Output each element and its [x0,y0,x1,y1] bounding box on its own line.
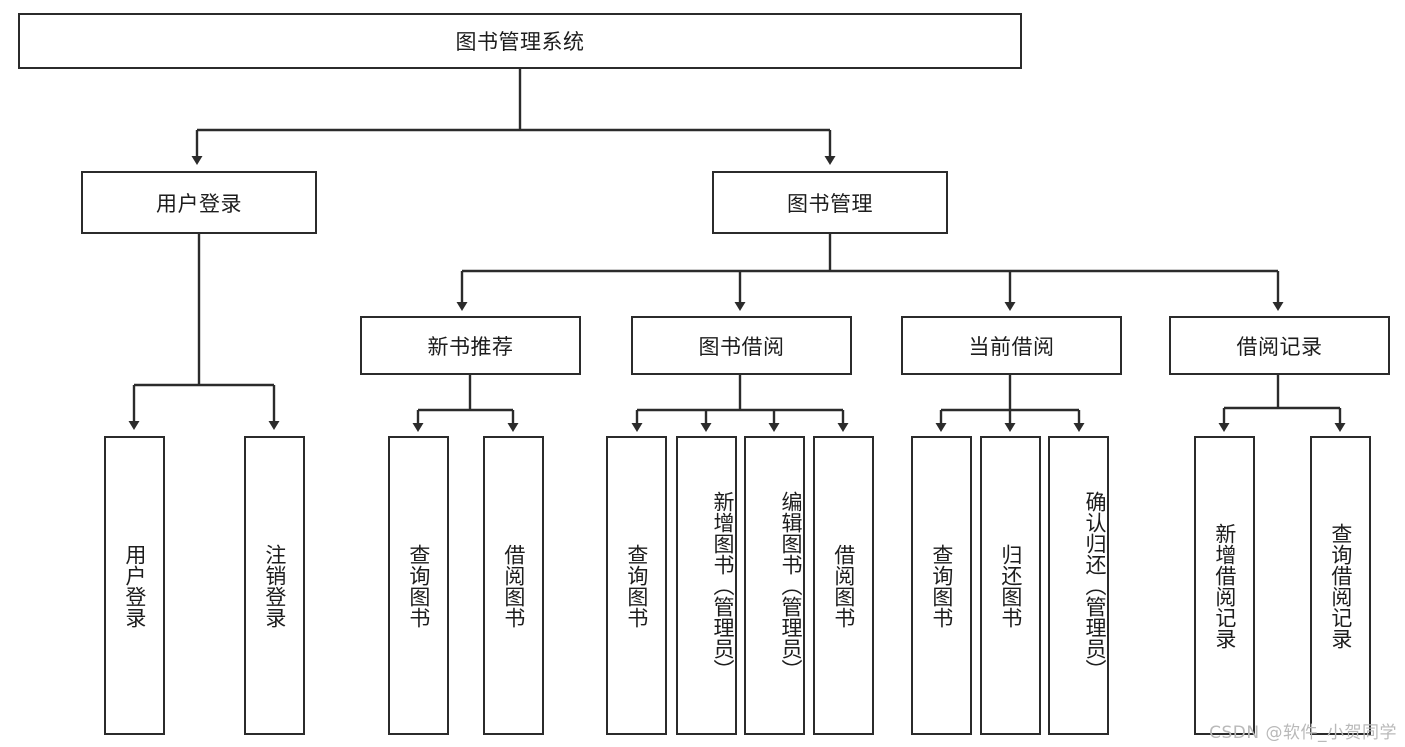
leaf-current-confirm-return-admin[interactable]: 确认归还（管理员） [1048,436,1109,735]
leaf-records-add-record[interactable]: 新增借阅记录 [1194,436,1255,735]
node-label: 借阅记录 [1236,334,1323,359]
node-label: 借阅图书 [501,543,526,628]
node-new-book-recommend[interactable]: 新书推荐 [360,316,581,375]
node-label: 图书管理 [787,191,873,216]
leaf-borrow-query-books[interactable]: 查询图书 [606,436,667,735]
leaf-user-login-signout[interactable]: 注销登录 [244,436,305,735]
node-label: 注销登录 [262,543,287,628]
leaf-newbook-query-books[interactable]: 查询图书 [388,436,449,735]
node-label: 归还图书 [998,543,1023,628]
node-root-system[interactable]: 图书管理系统 [18,13,1022,69]
node-label: 当前借阅 [968,334,1055,359]
node-borrow-records[interactable]: 借阅记录 [1169,316,1390,375]
node-label: 新增图书（管理员） [711,491,735,680]
node-user-login[interactable]: 用户登录 [81,171,317,234]
node-label: 查询图书 [406,543,431,628]
node-label: 编辑图书（管理员） [779,491,803,680]
node-current-borrow[interactable]: 当前借阅 [901,316,1122,375]
node-label: 用户登录 [122,543,147,628]
leaf-borrow-edit-book-admin[interactable]: 编辑图书（管理员） [744,436,805,735]
node-book-management[interactable]: 图书管理 [712,171,948,234]
leaf-records-query-record[interactable]: 查询借阅记录 [1310,436,1371,735]
leaf-current-return-books[interactable]: 归还图书 [980,436,1041,735]
leaf-newbook-borrow-books[interactable]: 借阅图书 [483,436,544,735]
watermark-text: CSDN @软件_小贺同学 [1209,723,1397,743]
leaf-user-login-signin[interactable]: 用户登录 [104,436,165,735]
node-label: 查询图书 [929,543,954,628]
node-label: 查询借阅记录 [1328,522,1353,649]
node-label: 图书管理系统 [455,30,585,54]
node-label: 新增借阅记录 [1212,522,1237,649]
node-label: 借阅图书 [831,543,856,628]
leaf-borrow-add-book-admin[interactable]: 新增图书（管理员） [676,436,737,735]
leaf-current-query-books[interactable]: 查询图书 [911,436,972,735]
node-label: 用户登录 [156,191,242,216]
node-label: 查询图书 [624,543,649,628]
leaf-borrow-borrow-books[interactable]: 借阅图书 [813,436,874,735]
node-label: 图书借阅 [698,334,785,359]
node-label: 新书推荐 [427,334,514,359]
node-book-borrow[interactable]: 图书借阅 [631,316,852,375]
node-label: 确认归还（管理员） [1083,491,1107,680]
